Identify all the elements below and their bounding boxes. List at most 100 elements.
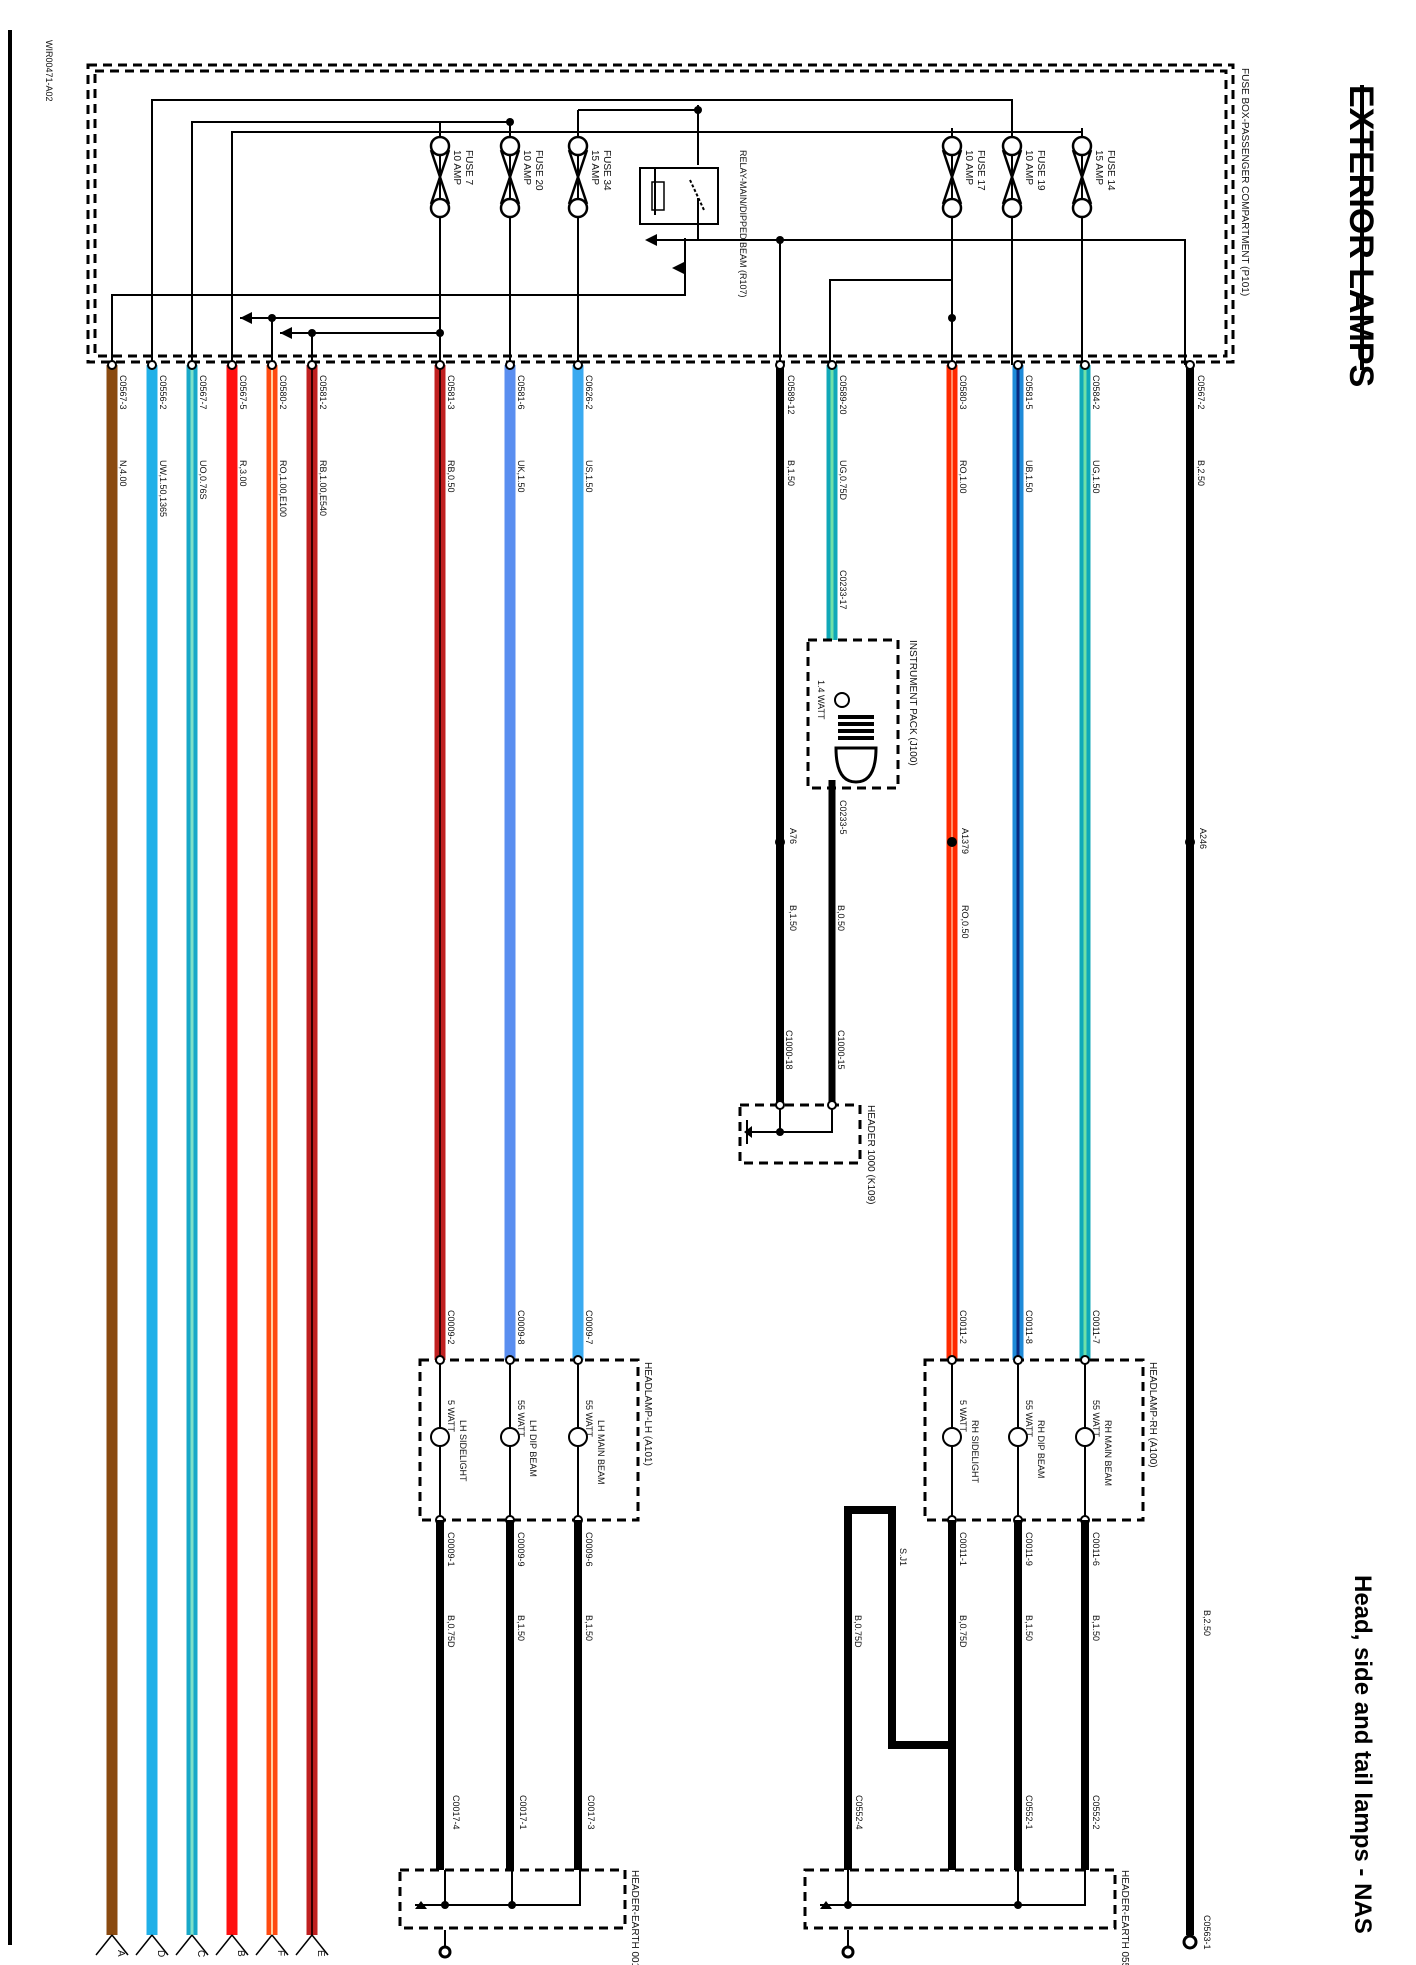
wire-left-7-end-mark xyxy=(175,1934,193,1956)
diagram-subtitle: Head, side and tail lamps - NAS xyxy=(1349,1575,1376,1934)
earth-rh-eyelet-icon xyxy=(841,1945,855,1959)
headlamp-lh-lamp-2-watt: 55 WATT xyxy=(516,1400,526,1438)
wire-left-1-terminal xyxy=(573,360,583,370)
wire-left-7-terminal xyxy=(187,360,197,370)
main-beam-warning-lamp-icon xyxy=(834,692,850,708)
wire-left-3-terminal xyxy=(435,360,445,370)
wire-left-9-end-mark-2 xyxy=(111,1934,129,1956)
headlamp-rh-lamp-2-watt: 55 WATT xyxy=(1024,1400,1034,1438)
header-earth-rh: HEADER-EARTH 0552 (K108) xyxy=(803,1868,1130,1965)
ground-eyelet-icon xyxy=(1182,1934,1198,1950)
instrument-pack-label: INSTRUMENT PACK (J100) xyxy=(907,640,918,766)
wire-left-8-code: UW,1.50,1365 xyxy=(158,460,168,517)
headlamp-lh-conn-in-3: C0009-2 xyxy=(446,1310,456,1345)
wire-left-7-end-mark-2 xyxy=(191,1934,209,1956)
fusebox-internal-wiring xyxy=(111,99,1186,365)
fuse-5-icon xyxy=(1001,128,1023,225)
fuse-2-icon xyxy=(499,128,521,225)
earth-lh-conn-3: C0017-4 xyxy=(451,1795,461,1830)
headlamp-rh-conn-in-2: C0011-8 xyxy=(1024,1310,1034,1344)
headlamp-rh-lamp-2-name: RH DIP BEAM xyxy=(1036,1420,1046,1478)
wire-right-5-terminal xyxy=(827,360,837,370)
wire-harness: C0567-2B,2.50C0584-2UG,1.50C0581-5UB,1.5… xyxy=(95,360,1206,1957)
fusebox-label: FUSE BOX-PASSENGER COMPARTMENT (P101) xyxy=(1239,68,1250,296)
wire-right-1-code: B,2.50 xyxy=(1196,460,1206,486)
instrument-return-code: B,0.50 xyxy=(836,905,846,931)
header-1000-conn-b: C1000-18 xyxy=(784,1030,794,1070)
headlamp-lh-conn-out-1: C0009-6 xyxy=(584,1532,594,1567)
relay-label: RELAY-MAIN/DIPPED BEAM (R107) xyxy=(738,150,748,298)
wire-left-2-terminal xyxy=(505,360,515,370)
wire-left-6-terminal xyxy=(227,360,237,370)
wire-left-9-code: N,4.00 xyxy=(118,460,128,487)
wire-left-6-end-mark-2 xyxy=(231,1934,249,1956)
headlamp-rh-conn-out-2: C0011-9 xyxy=(1024,1532,1034,1566)
fuse-3-name: FUSE 34 xyxy=(601,150,612,191)
splice-a76-code: B,1.50 xyxy=(788,905,798,931)
headlamp-lh-lamp-2-name: LH DIP BEAM xyxy=(528,1420,538,1477)
header-earth-lh: HEADER-EARTH 0017 (K108) xyxy=(398,1868,640,1965)
headlamp-rh-lamp-3-watt: 5 WATT xyxy=(958,1400,968,1432)
wire-left-8-end-mark-2 xyxy=(151,1934,169,1956)
fuse-3-rating: 15 AMP xyxy=(589,150,600,185)
wire-left-1-code: US,1.50 xyxy=(584,460,594,493)
wire-right-3-conn: C0581-5 xyxy=(1024,375,1034,410)
headlamp-rh-lamp-1-watt: 55 WATT xyxy=(1091,1400,1101,1438)
headlamp-rh-lamp-3-name: RH SIDELIGHT xyxy=(970,1420,980,1484)
headlamp-lh-lamp-3-watt: 5 WATT xyxy=(446,1400,456,1432)
wire-left-8-end-label: D xyxy=(155,1950,166,1957)
headlamp-rh-terminal-in-2 xyxy=(1013,1355,1023,1365)
earth-rh-conn-1: C0552-2 xyxy=(1091,1795,1101,1830)
earth-rh-label: HEADER-EARTH 0552 (K108) xyxy=(1119,1870,1130,1965)
instrument-conn-in: C0233-17 xyxy=(838,570,848,610)
splice-a246: A246 xyxy=(1198,828,1208,849)
header-1000-conn-a: C1000-15 xyxy=(836,1030,846,1070)
wire-left-4-end-mark-2 xyxy=(311,1934,329,1956)
wire-left-1-conn: C0626-2 xyxy=(584,375,594,410)
headlamp-lh-terminal-in-3 xyxy=(435,1355,445,1365)
wire-right-1-terminal xyxy=(1185,360,1195,370)
wire-left-5-end-mark xyxy=(255,1934,273,1956)
wire-right-3-terminal xyxy=(1013,360,1023,370)
wire-left-5-conn: C0580-2 xyxy=(278,375,288,410)
wire-right-6-code: B,1.50 xyxy=(786,460,796,486)
fuse-2-name: FUSE 20 xyxy=(533,150,544,191)
reference-code: WIR00471-A02 xyxy=(44,40,54,102)
wire-right-4-terminal xyxy=(947,360,957,370)
headlamp-lh-lamp-3-name: LH SIDELIGHT xyxy=(458,1420,468,1482)
earth-lh-conn-1: C0017-3 xyxy=(586,1795,596,1830)
wire-left-6-end-mark xyxy=(215,1934,233,1956)
fusebox-inner-outline xyxy=(93,69,1228,358)
wire-left-4-end-label: E xyxy=(315,1950,326,1957)
wire-left-6-conn: C0567-5 xyxy=(238,375,248,410)
headlamp-rh-label: HEADLAMP-RH (A100) xyxy=(1147,1362,1158,1468)
headlamp-lh-label: HEADLAMP-LH (A101) xyxy=(642,1362,653,1466)
wire-left-4-code: RB,1.00,E540 xyxy=(318,460,328,516)
fuse-5-name: FUSE 19 xyxy=(1035,150,1046,191)
wire-left-3-code: RB,0.50 xyxy=(446,460,456,493)
wire-right-4-conn: C0580-3 xyxy=(958,375,968,410)
headlamp-rh-lamp-1-name: RH MAIN BEAM xyxy=(1103,1420,1113,1486)
wire-right-5-code: UG,0.75D xyxy=(838,460,848,501)
ground-terminal: C0563-1 B,2.50 xyxy=(1182,1610,1212,1950)
wire-left-7-end-label: C xyxy=(195,1950,206,1957)
wire-right-3-code: UB,1.50 xyxy=(1024,460,1034,493)
wire-left-4-conn: C0581-2 xyxy=(318,375,328,410)
instrument-pack-wattage: 1.4 WATT xyxy=(816,680,826,720)
headlamp-lh-conn-out-3: C0009-1 xyxy=(446,1532,456,1567)
headlamp-lh-conn-in-1: C0009-7 xyxy=(584,1310,594,1345)
instrument-return-wires: B,0.50 C1000-15 C1000-18 xyxy=(784,780,846,1105)
wire-right-4-code: RO,1.00 xyxy=(958,460,968,494)
headlamp-lh-code-1: B,1.50 xyxy=(584,1615,594,1641)
fuse-6-icon xyxy=(1071,128,1093,225)
headlamp-lh-conn-out-2: C0009-9 xyxy=(516,1532,526,1567)
fuse-3-icon xyxy=(567,128,589,225)
wire-left-4-terminal xyxy=(307,360,317,370)
header-1000: HEADER 1000 (K109) xyxy=(738,1100,876,1205)
headlamp-rh-conn-out-1: C0011-6 xyxy=(1091,1532,1101,1566)
wire-right-1-conn: C0567-2 xyxy=(1196,375,1206,410)
splice-a1379-code: RO,0.50 xyxy=(960,905,970,939)
fuse-4-icon xyxy=(941,128,963,225)
headlamp-lh-code-3: B,0.75D xyxy=(446,1615,456,1648)
